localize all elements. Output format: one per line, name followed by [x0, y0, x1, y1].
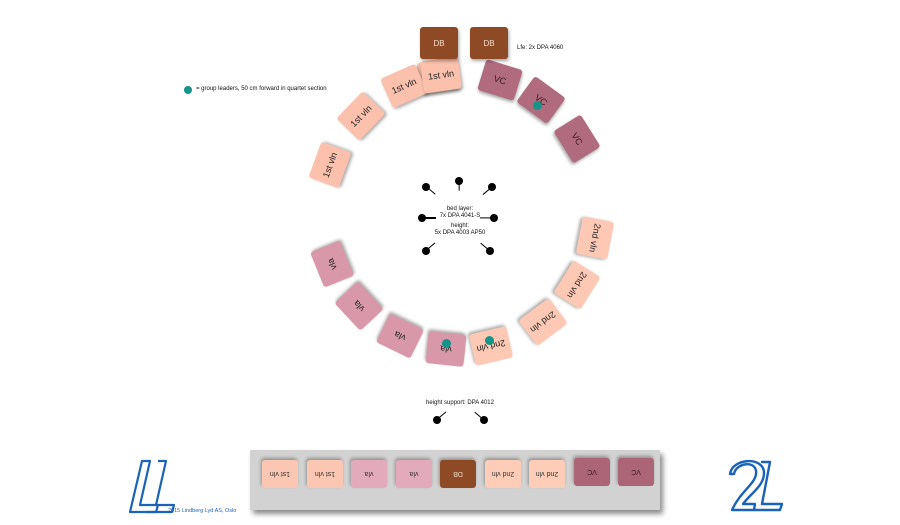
- seat-vla: vla: [310, 240, 354, 288]
- seat-label: 1st vln: [427, 68, 455, 83]
- seat-vla: vla: [424, 331, 467, 368]
- seat-label: 1st vln: [348, 103, 374, 129]
- strip-chip-vln2: 2nd vln: [484, 460, 521, 488]
- group-leader-marker: [441, 338, 451, 348]
- microphone-capsule: [490, 214, 498, 222]
- strip-chip-label: 1st vln: [269, 470, 291, 478]
- bed-layer-mics: 7x DPA 4041-S: [439, 213, 481, 219]
- group-leader-marker: [485, 336, 495, 346]
- strip-chip-label: vla: [409, 470, 418, 478]
- lfe-label: Lfe: 2x DPA 4060: [517, 45, 564, 51]
- microphone-capsule: [455, 177, 463, 185]
- strip-chip-vla: vla: [395, 460, 432, 488]
- copyright-text: 2015 Lindberg Lyd AS, Oslo: [168, 508, 237, 514]
- height-mics: 5x DPA 4003 AP50: [434, 230, 486, 236]
- microphone-capsule: [480, 416, 488, 424]
- strip-chip-db: DB: [440, 460, 476, 488]
- seat-vln2: 2nd vln: [518, 297, 568, 347]
- strip-chip-label: 2nd vln: [535, 470, 559, 478]
- seat-label: DB: [483, 38, 495, 48]
- strip-chip-label: VC: [586, 468, 597, 476]
- seat-label: vla: [325, 256, 339, 271]
- bed-layer-title: bed layer:: [446, 206, 474, 212]
- microphone-capsule: [418, 214, 426, 222]
- seat-label: VC: [569, 130, 585, 147]
- seat-label: 2nd vln: [528, 309, 558, 335]
- seat-vln2: 2nd vln: [468, 326, 514, 367]
- microphone-capsule: [433, 416, 441, 424]
- seat-vc: VC: [553, 114, 601, 164]
- strip-chip-vln2: 2nd vln: [529, 460, 565, 488]
- seat-label: 2nd vln: [587, 223, 604, 254]
- seat-vla: vla: [375, 313, 424, 359]
- seat-vln1: 1st vln: [336, 91, 386, 141]
- seat-label: DB: [433, 38, 445, 48]
- microphone-capsule: [422, 247, 430, 255]
- strip-chip-vln1: 1st vln: [262, 460, 298, 488]
- seat-vc: VC: [477, 59, 524, 101]
- seat-db: DB: [470, 27, 508, 59]
- strip-chip-label: VC: [631, 468, 641, 476]
- height-title: height:: [450, 223, 469, 229]
- strip-chip-vln1: 1st vln: [306, 460, 343, 488]
- seat-label: 1st vln: [389, 76, 418, 96]
- seat-vla: vla: [334, 281, 384, 331]
- group-leader-marker: [533, 100, 543, 110]
- seat-label: vla: [351, 298, 367, 314]
- legend-text: = group leaders, 50 cm forward in quarte…: [196, 86, 327, 92]
- lindberg-lyd-logo: [128, 459, 176, 514]
- strip-chip-label: 2nd vln: [491, 470, 514, 478]
- seat-label: VC: [492, 73, 508, 87]
- seat-vln1: 1st vln: [308, 141, 352, 189]
- seat-vc: VC: [516, 76, 566, 125]
- strip-chip-label: 1st vln: [314, 470, 335, 478]
- seat-label: 1st vln: [321, 150, 340, 179]
- seat-vln2: 2nd vln: [553, 260, 601, 310]
- seat-vln1: 1st vln: [419, 56, 462, 94]
- microphone-stand: [422, 217, 436, 219]
- seat-vln2: 2nd vln: [576, 216, 615, 261]
- strip-chip-vc: VC: [618, 458, 654, 486]
- microphone-capsule: [422, 183, 430, 191]
- seating-strip: 1st vln 1st vln vla vla DB 2nd vln 2nd vln VC VC: [250, 450, 660, 510]
- strip-chip-vc: VC: [573, 458, 610, 486]
- strip-chip-vla: vla: [351, 460, 387, 488]
- strip-chip-label: vla: [364, 470, 374, 478]
- seat-label: 2nd vln: [565, 270, 589, 301]
- microphone-capsule: [488, 183, 496, 191]
- group-leader-marker: [184, 86, 192, 94]
- 2l-logo: [728, 459, 784, 512]
- seat-label: vla: [392, 329, 407, 344]
- strip-chip-label: DB: [453, 470, 463, 478]
- microphone-capsule: [486, 247, 494, 255]
- seat-db: DB: [420, 27, 458, 59]
- height-support-label: height support: DPA 4012: [426, 400, 494, 406]
